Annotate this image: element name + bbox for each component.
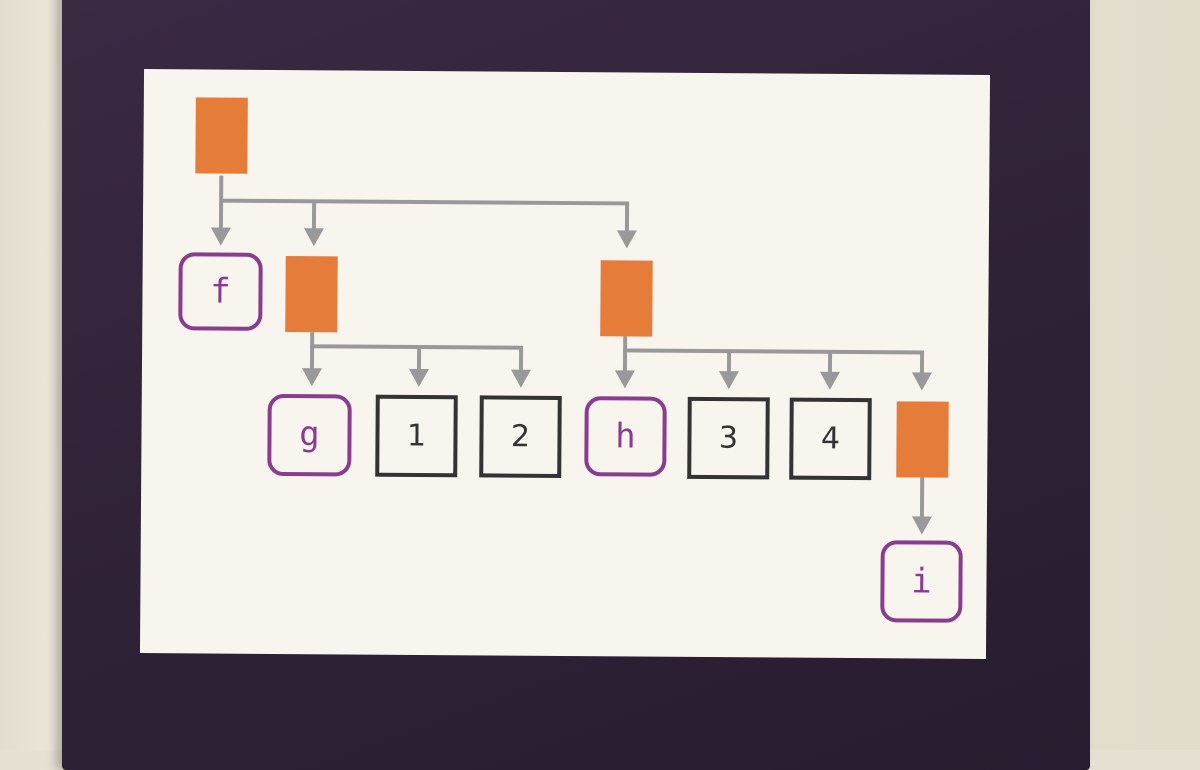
tree-diagram: f g h i 1 2 3 4 — [178, 97, 963, 623]
diagram-card: f g h i 1 2 3 4 — [139, 69, 991, 659]
symbol-node-f: f — [178, 252, 263, 331]
value-node-4: 4 — [789, 397, 872, 481]
value-label-3: 3 — [719, 421, 738, 456]
value-box — [479, 395, 562, 478]
arrowhead — [301, 368, 322, 387]
value-box — [687, 396, 770, 480]
cell-a — [285, 256, 338, 333]
value-box — [789, 397, 872, 481]
value-label-2: 2 — [511, 419, 530, 454]
symbol-label-h: h — [615, 416, 636, 456]
arrowhead — [510, 369, 531, 388]
value-label-1: 1 — [407, 418, 426, 453]
arrowhead — [819, 371, 840, 390]
arrowhead — [718, 371, 739, 390]
symbol-label-g: g — [299, 414, 320, 454]
arrowhead — [911, 516, 932, 535]
arrowhead — [303, 228, 324, 247]
arrowhead — [614, 370, 635, 389]
symbol-box — [178, 252, 263, 331]
arrowhead — [616, 230, 637, 249]
root-connectors — [218, 175, 630, 233]
symbol-box — [267, 394, 352, 477]
arrowhead — [911, 372, 932, 391]
value-node-3: 3 — [687, 396, 770, 480]
symbol-node-h: h — [584, 396, 667, 477]
cell-b — [600, 260, 653, 337]
symbol-label-i: i — [911, 561, 932, 601]
symbol-box — [880, 540, 963, 623]
symbol-node-i: i — [880, 540, 963, 623]
subtree-b-connectors — [622, 336, 925, 519]
root-cell — [195, 97, 248, 174]
arrowhead — [408, 368, 429, 387]
value-node-2: 2 — [479, 395, 562, 478]
value-label-4: 4 — [821, 421, 840, 456]
arrowhead — [210, 227, 231, 246]
subtree-a-connectors — [309, 332, 524, 372]
symbol-node-g: g — [267, 394, 352, 477]
arrowheads — [210, 227, 932, 535]
symbol-box — [584, 396, 667, 477]
value-box — [375, 394, 458, 478]
cell-c — [896, 401, 949, 478]
symbol-label-f: f — [210, 272, 231, 312]
value-node-1: 1 — [375, 394, 458, 478]
